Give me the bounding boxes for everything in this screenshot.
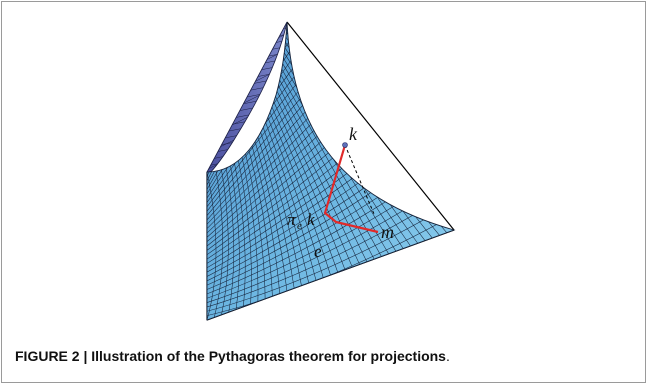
mesh-line bbox=[207, 188, 422, 299]
svg-text:k: k bbox=[307, 210, 315, 229]
figure-caption: FIGURE 2 | Illustration of the Pythagora… bbox=[15, 348, 450, 364]
label-projection-pi-e-k: π e k bbox=[287, 210, 315, 232]
mesh-line bbox=[207, 203, 433, 308]
label-e: e bbox=[314, 242, 322, 261]
projection-line bbox=[323, 144, 379, 234]
caption-period: . bbox=[445, 348, 450, 364]
mesh-line bbox=[207, 171, 217, 320]
band-mesh-line bbox=[272, 41, 287, 50]
caption-text: FIGURE 2 | Illustration of the Pythagora… bbox=[15, 348, 446, 364]
mesh-line bbox=[269, 54, 382, 257]
mesh-line bbox=[263, 64, 360, 265]
band-mesh-line bbox=[207, 22, 287, 46]
label-k: k bbox=[349, 124, 358, 144]
mesh-line bbox=[265, 61, 368, 262]
band-mesh-line bbox=[286, 22, 287, 23]
mesh-line bbox=[217, 151, 229, 315]
point-k bbox=[342, 142, 348, 148]
svg-text:π: π bbox=[287, 210, 296, 229]
mesh-line bbox=[207, 196, 428, 303]
dashed-perpendicular-line bbox=[344, 144, 375, 215]
mesh-line bbox=[207, 211, 440, 312]
curved-surface bbox=[206, 21, 456, 321]
band-mesh-line bbox=[268, 47, 287, 57]
svg-text:e: e bbox=[297, 220, 302, 232]
label-m: m bbox=[381, 222, 394, 242]
mesh-line bbox=[267, 57, 375, 260]
